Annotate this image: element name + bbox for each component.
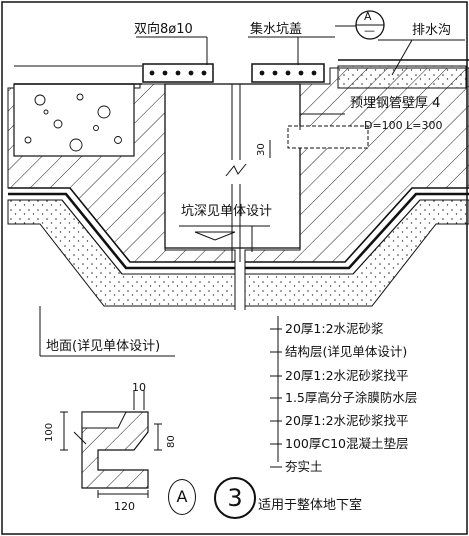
layer-item: 1.5厚高分子涂膜防水层: [285, 390, 418, 405]
rebar-label: 双向8ø10: [134, 22, 193, 37]
detail-dim-80: 80: [166, 435, 177, 448]
pit-depth-label: 坑深见单体设计: [181, 204, 273, 219]
layer-item: 结构层(详见单体设计): [285, 344, 408, 359]
layer-item: 20厚1:2水泥砂浆找平: [285, 368, 409, 383]
cover-label: 集水坑盖: [250, 22, 303, 37]
concrete-fill-left: [13, 83, 135, 157]
pipe-dim-label: D=100 L=300: [364, 119, 443, 132]
drain-channel: [337, 65, 467, 89]
break-symbol: [225, 163, 247, 177]
drain-label: 排水沟: [412, 23, 452, 38]
embedded-pipe: [287, 125, 369, 149]
applicability-note: 适用于整体地下室: [258, 498, 363, 513]
callout-bottom: —: [364, 24, 375, 37]
layer-item: 100厚C10混凝土垫层: [285, 436, 409, 451]
callout-top: A: [364, 10, 372, 23]
rebar-dots: [149, 70, 317, 76]
detail-dim-120: 120: [114, 500, 135, 513]
pipe-label: 预埋钢管壁厚 4: [350, 96, 441, 111]
index-letter: A: [168, 479, 196, 515]
concrete-aggregate: [24, 93, 122, 152]
ground-label: 地面(详见单体设计): [46, 339, 161, 354]
dim-30-label: 30: [256, 143, 267, 156]
detail-dim-10: 10: [132, 381, 146, 394]
detail-dim-100: 100: [44, 422, 55, 442]
layer-item: 夯实土: [285, 459, 323, 474]
cover-detail: [60, 390, 162, 498]
layer-item: 20厚1:2水泥砂浆: [285, 321, 384, 336]
sump-mark: [194, 231, 236, 241]
index-number: 3: [214, 477, 256, 519]
layer-ticks: [270, 328, 282, 468]
layer-item: 20厚1:2水泥砂浆找平: [285, 413, 409, 428]
cushion-right: [244, 199, 469, 307]
